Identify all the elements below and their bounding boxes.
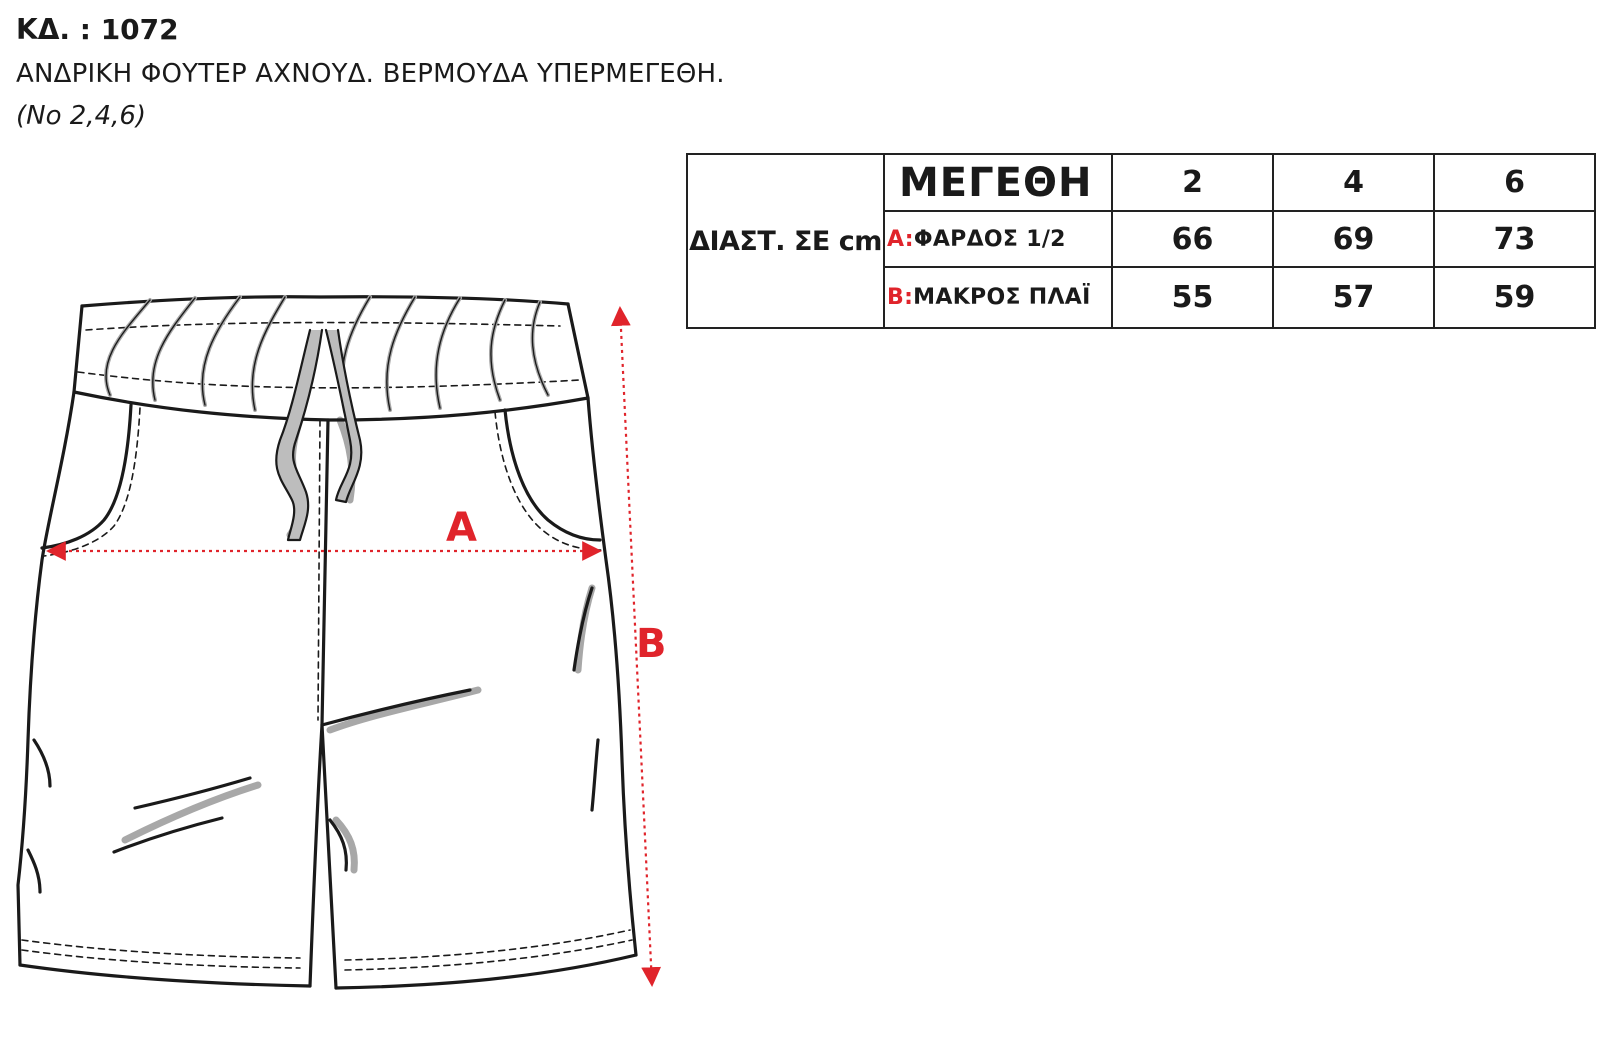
measurement-value: 55	[1111, 266, 1274, 329]
measure-a-label: A	[446, 505, 477, 551]
shorts-outline	[16, 295, 638, 990]
measurement-value: 59	[1433, 266, 1596, 329]
product-description: ΑΝΔΡΙΚΗ ΦΟΥΤΕΡ ΑΧΝΟΥΔ. ΒΕΡΜΟΥΔΑ ΥΠΕΡΜΕΓΕ…	[16, 59, 725, 89]
measurement-name: ΦΑΡΔΟΣ 1/2	[913, 226, 1066, 252]
measurement-label-length: B:ΜΑΚΡΟΣ ΠΛΑΪ	[883, 266, 1113, 329]
measurement-code: B:	[887, 285, 914, 310]
size-column-header: 6	[1433, 153, 1596, 212]
table-row: B:ΜΑΚΡΟΣ ΠΛΑΪ 55 57 59	[687, 266, 1596, 329]
size-column-header: 4	[1272, 153, 1435, 212]
measurement-value: 69	[1272, 210, 1435, 268]
table-row: A:ΦΑΡΔΟΣ 1/2 66 69 73	[687, 210, 1596, 268]
waistband-elastic-gathers	[103, 295, 550, 414]
sketch-shadow	[121, 416, 596, 874]
drawstring	[275, 328, 363, 542]
measurement-label-width: A:ΦΑΡΔΟΣ 1/2	[883, 210, 1113, 268]
measurement-code: A:	[887, 226, 914, 252]
measurement-value: 57	[1272, 266, 1435, 329]
measurement-name: ΜΑΚΡΟΣ ΠΛΑΪ	[913, 285, 1091, 310]
product-code: ΚΔ. : 1072	[16, 13, 179, 46]
size-column-header: 2	[1111, 153, 1274, 212]
sizes-heading: ΜΕΓΕΘΗ	[883, 153, 1113, 212]
size-chart-table: ΔΙΑΣΤ. ΣΕ cm ΜΕΓΕΘΗ 2 4 6 A:ΦΑΡΔΟΣ 1/2 6…	[686, 153, 1596, 329]
measurement-value: 73	[1433, 210, 1596, 268]
dimensions-unit-label: ΔΙΑΣΤ. ΣΕ cm	[686, 153, 885, 329]
measure-b-label: B	[636, 621, 667, 667]
waistband-elastic-lines	[105, 296, 549, 413]
measurement-value: 66	[1111, 210, 1274, 268]
available-sizes-note: (Νο 2,4,6)	[16, 101, 147, 131]
size-header-row: ΔΙΑΣΤ. ΣΕ cm ΜΕΓΕΘΗ 2 4 6	[686, 153, 1596, 329]
